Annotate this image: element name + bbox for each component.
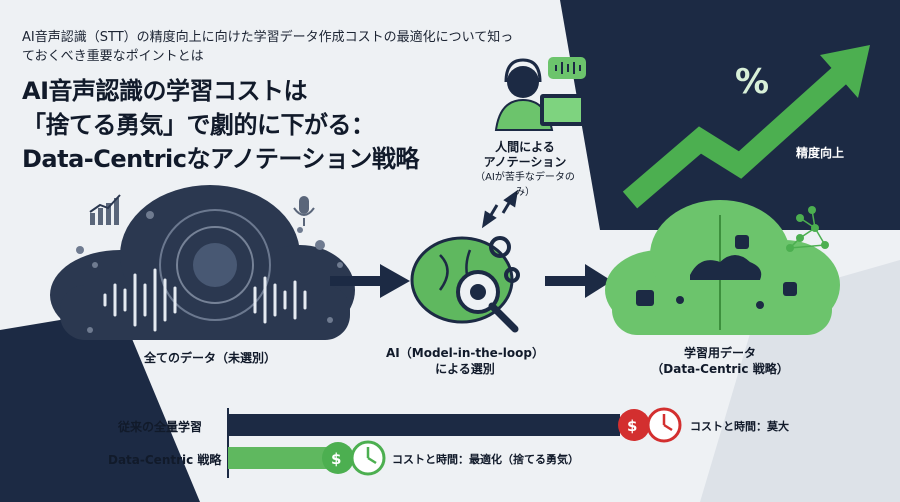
speech-bubble-icon [548, 57, 586, 79]
all-data-label: 全てのデータ（未選別） [143, 351, 276, 365]
top-right-dark-panel-2 [560, 0, 900, 230]
annotator-person-icon [494, 57, 586, 131]
comparison-bars [227, 408, 620, 478]
title-line-2: 「捨てる勇気」で劇的に下がる： [22, 111, 375, 139]
datacentric-label: Data-Centric 戦略 [108, 453, 222, 467]
gear-icon [489, 236, 520, 283]
datacentric-cost-text: コストと時間：最適化（捨てる勇気） [392, 453, 579, 466]
dollar-cost-icon-green [322, 440, 386, 476]
bar-chart-icon [89, 194, 121, 225]
raw-data-cloud-icon [50, 185, 355, 340]
traditional-bar [228, 414, 620, 436]
subtitle: AI音声認識（STT）の精度向上に向けた学習データ作成コストの最適化について知っ… [22, 30, 514, 64]
swap-arrows-icon [481, 189, 519, 229]
bottom-right-light-panel [700, 260, 900, 502]
datacentric-bar [228, 447, 330, 469]
training-data-cloud-icon [605, 200, 840, 335]
human-annotation-label: 人間による アノテーション （AIが苦手なデータのみ） [475, 140, 575, 198]
dollar-cost-icon-red [618, 407, 682, 443]
dollar-symbol-red: $ [627, 417, 638, 435]
traditional-label: 従来の全量学習 [118, 420, 203, 434]
brain-magnifier-icon [410, 236, 519, 333]
title-line-3: Data-Centricなアノテーション戦略 [22, 145, 419, 173]
bottom-left-dark-panel [0, 310, 200, 502]
percent-icon: % [735, 62, 770, 102]
training-data-label: 学習用データ （Data-Centric 戦略） [651, 346, 789, 376]
arrow-right-icon-2 [545, 264, 612, 298]
dollar-symbol-green: $ [331, 450, 342, 468]
arrow-right-icon-1 [330, 264, 410, 298]
page-title: AI音声認識の学習コストは 「捨てる勇気」で劇的に下がる： Data-Centr… [22, 74, 502, 176]
neural-network-icon [786, 206, 829, 252]
title-line-1: AI音声認識の学習コストは [22, 77, 308, 105]
microphone-icon [293, 196, 315, 226]
growth-arrow-icon [622, 45, 870, 209]
accuracy-label: 精度向上 [795, 146, 844, 160]
traditional-cost-text: コストと時間：莫大 [690, 420, 789, 433]
ai-selection-label: AI（Model-in-the-loop） による選別 [386, 346, 544, 376]
